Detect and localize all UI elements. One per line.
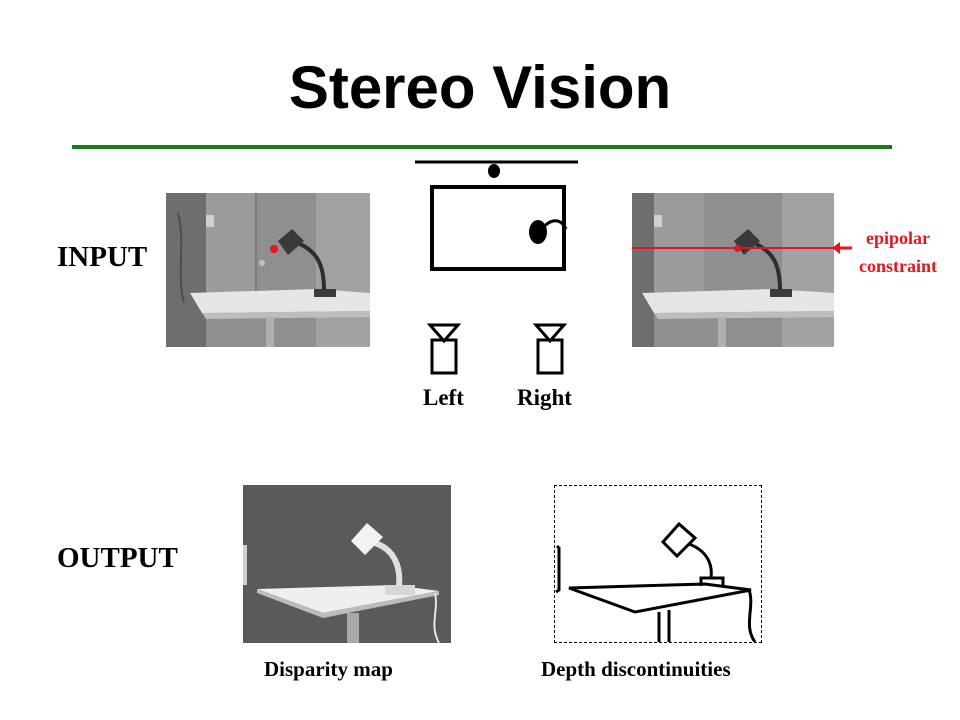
epipolar-constraint-label: epipolar constraint (838, 224, 958, 280)
slide-title: Stereo Vision (288, 54, 672, 121)
input-label: INPUT (57, 241, 148, 273)
right-camera-label: Right (517, 385, 572, 410)
output-label: OUTPUT (57, 542, 178, 574)
right-match-point (734, 245, 741, 252)
right-input-image (632, 193, 834, 347)
stereo-diagram (410, 155, 590, 385)
title-divider (72, 145, 892, 149)
left-input-image (166, 193, 370, 347)
left-match-point (270, 245, 278, 253)
epipolar-arrow-icon (832, 240, 852, 256)
depth-discontinuities-image (554, 485, 762, 643)
epipolar-label-line1: epipolar (865, 228, 930, 248)
depth-discontinuities-caption: Depth discontinuities (541, 657, 731, 681)
epipolar-label-line2: constraint (859, 256, 937, 276)
disparity-map-caption: Disparity map (264, 657, 393, 681)
disparity-map-image (243, 485, 451, 643)
left-camera-label: Left (423, 385, 464, 410)
